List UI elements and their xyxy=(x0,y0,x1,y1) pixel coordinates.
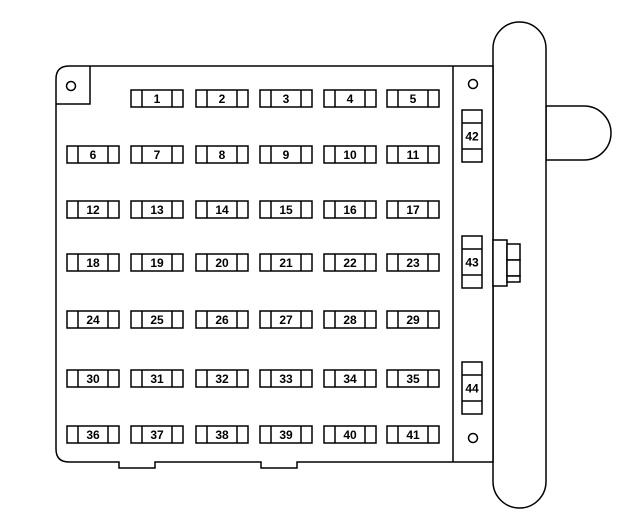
fuse-17: 17 xyxy=(386,200,440,219)
fuse-19: 19 xyxy=(130,253,184,272)
fuse-2: 2 xyxy=(195,89,249,108)
fuse-label: 12 xyxy=(86,203,100,217)
fuse-label: 25 xyxy=(150,313,164,327)
relay-label: 43 xyxy=(465,256,479,270)
fuse-29: 29 xyxy=(386,310,440,329)
fuse-1: 1 xyxy=(130,89,184,108)
fuse-label: 13 xyxy=(150,203,164,217)
fuse-label: 33 xyxy=(279,372,293,386)
fuse-label: 28 xyxy=(343,313,357,327)
fuse-label: 2 xyxy=(219,92,226,106)
fuse-label: 18 xyxy=(86,256,100,270)
fuse-30: 30 xyxy=(66,369,120,388)
fuse-label: 37 xyxy=(150,428,164,442)
fuse-label: 41 xyxy=(406,428,420,442)
fuse-label: 14 xyxy=(215,203,229,217)
fuse-12: 12 xyxy=(66,200,120,219)
relay-column: 42 43 44 xyxy=(461,109,483,415)
fuse-23: 23 xyxy=(386,253,440,272)
fuse-label: 8 xyxy=(219,148,226,162)
relay-label: 42 xyxy=(465,130,479,144)
fuse-label: 4 xyxy=(347,92,354,106)
fuse-label: 1 xyxy=(154,92,161,106)
fuse-20: 20 xyxy=(195,253,249,272)
fuse-33: 33 xyxy=(259,369,313,388)
fuse-label: 17 xyxy=(406,203,420,217)
fuse-11: 11 xyxy=(386,145,440,164)
fuse-label: 38 xyxy=(215,428,229,442)
fuse-26: 26 xyxy=(195,310,249,329)
relay-label: 44 xyxy=(465,382,479,396)
relay-42: 42 xyxy=(461,109,483,163)
mount-hole-top-right xyxy=(467,78,479,90)
fuse-label: 26 xyxy=(215,313,229,327)
fuse-31: 31 xyxy=(130,369,184,388)
fuse-label: 29 xyxy=(406,313,420,327)
fuse-25: 25 xyxy=(130,310,184,329)
fuse-5: 5 xyxy=(386,89,440,108)
fuse-21: 21 xyxy=(259,253,313,272)
fuse-15: 15 xyxy=(259,200,313,219)
fuse-36: 36 xyxy=(66,425,120,444)
fuse-41: 41 xyxy=(386,425,440,444)
fuse-label: 7 xyxy=(154,148,161,162)
fuse-13: 13 xyxy=(130,200,184,219)
fuse-label: 6 xyxy=(90,148,97,162)
fuse-label: 30 xyxy=(86,372,100,386)
fuse-16: 16 xyxy=(323,200,377,219)
fuse-label: 16 xyxy=(343,203,357,217)
connector-block xyxy=(492,239,521,287)
fuse-35: 35 xyxy=(386,369,440,388)
fuse-label: 9 xyxy=(283,148,290,162)
fuse-label: 34 xyxy=(343,372,357,386)
fuse-39: 39 xyxy=(259,425,313,444)
fuse-label: 27 xyxy=(279,313,293,327)
fuse-4: 4 xyxy=(323,89,377,108)
fuse-28: 28 xyxy=(323,310,377,329)
fuse-38: 38 xyxy=(195,425,249,444)
fuse-6: 6 xyxy=(66,145,120,164)
fuse-label: 39 xyxy=(279,428,293,442)
fuse-label: 19 xyxy=(150,256,164,270)
fuse-label: 31 xyxy=(150,372,164,386)
mount-hole-top-left xyxy=(65,80,77,92)
fuse-9: 9 xyxy=(259,145,313,164)
fuse-label: 24 xyxy=(86,313,100,327)
fuse-label: 21 xyxy=(279,256,293,270)
relay-44: 44 xyxy=(461,361,483,415)
fuse-18: 18 xyxy=(66,253,120,272)
fuse-label: 23 xyxy=(406,256,420,270)
fuse-32: 32 xyxy=(195,369,249,388)
mount-hole-bottom-right xyxy=(467,432,479,444)
fuse-label: 20 xyxy=(215,256,229,270)
fuse-label: 22 xyxy=(343,256,357,270)
fuse-3: 3 xyxy=(259,89,313,108)
relay-43: 43 xyxy=(461,235,483,289)
fuse-24: 24 xyxy=(66,310,120,329)
side-tab xyxy=(545,105,612,161)
fuse-22: 22 xyxy=(323,253,377,272)
fuse-37: 37 xyxy=(130,425,184,444)
fuse-label: 36 xyxy=(86,428,100,442)
fuse-27: 27 xyxy=(259,310,313,329)
corner-notch xyxy=(56,66,91,105)
fuse-label: 10 xyxy=(343,148,357,162)
fuse-label: 35 xyxy=(406,372,420,386)
fuse-40: 40 xyxy=(323,425,377,444)
fuse-label: 3 xyxy=(283,92,290,106)
fuse-label: 15 xyxy=(279,203,293,217)
fuse-7: 7 xyxy=(130,145,184,164)
fuse-14: 14 xyxy=(195,200,249,219)
fuse-10: 10 xyxy=(323,145,377,164)
fuse-label: 32 xyxy=(215,372,229,386)
fuse-34: 34 xyxy=(323,369,377,388)
fuse-8: 8 xyxy=(195,145,249,164)
fuse-label: 11 xyxy=(407,148,420,162)
fuse-label: 40 xyxy=(343,428,357,442)
fuse-label: 5 xyxy=(410,92,417,106)
